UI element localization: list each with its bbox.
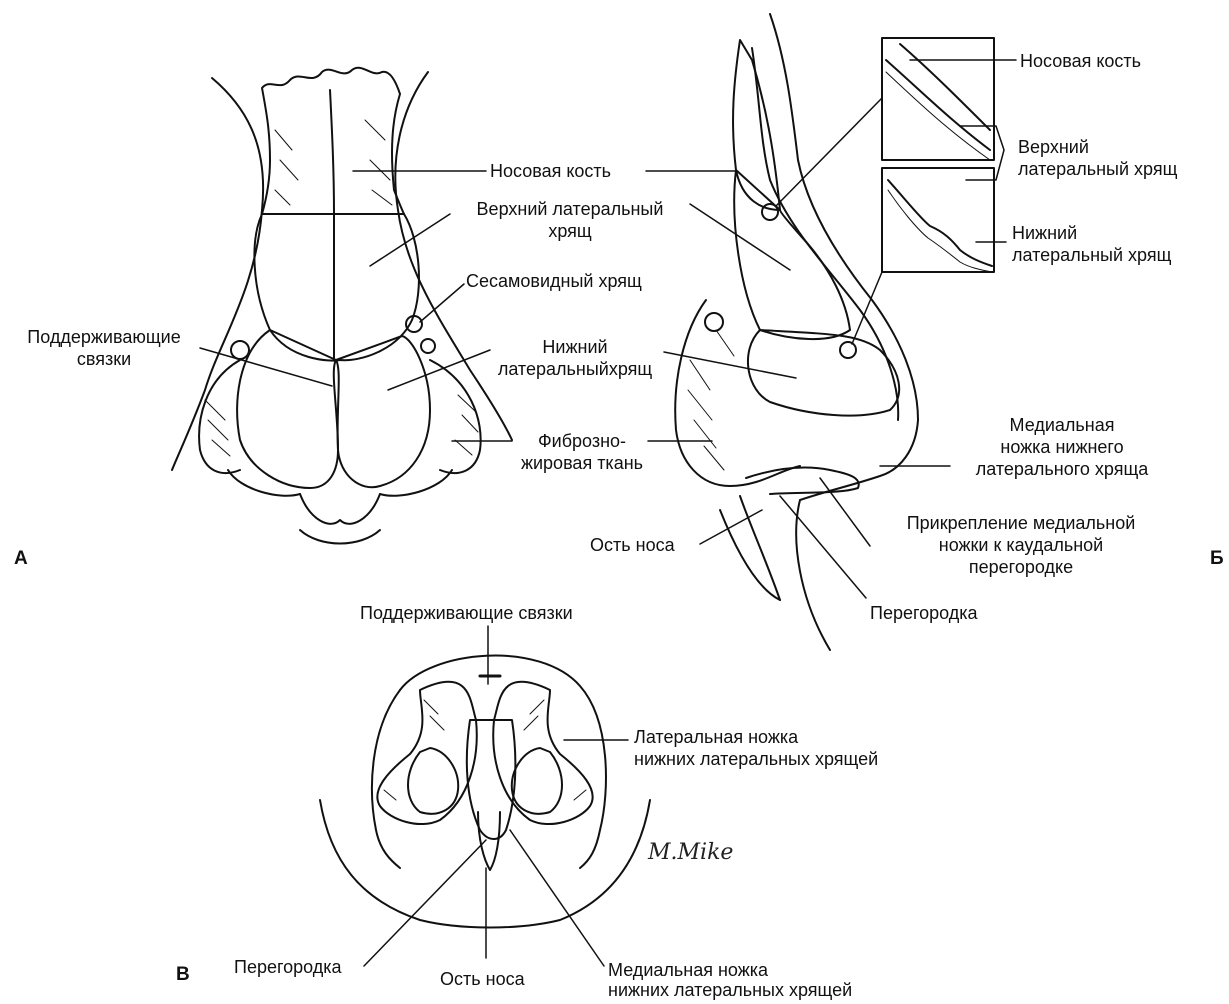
label-a-lower-lateral: Нижний латеральныйхрящ (470, 336, 680, 380)
panel-letter-c: В (176, 964, 190, 986)
label-c-medial-crus-line2: нижних латеральных хрящей (608, 980, 852, 1000)
label-c-lateral-crus: Латеральная ножка нижних латеральных хря… (634, 726, 878, 770)
lateral-ala (675, 300, 800, 486)
lateral-crus-right (493, 682, 592, 824)
inset-lower (882, 168, 994, 272)
face-contour-right (395, 72, 512, 440)
lateral-sesamoid (705, 313, 723, 331)
label-b-medial-crus-line1: Медиальная (952, 414, 1172, 436)
label-a-lower-lateral-line2: латеральныйхрящ (470, 358, 680, 380)
face-contour-left (172, 78, 263, 470)
label-a-fibro-fatty: Фиброзно- жировая ткань (508, 430, 656, 474)
label-b-lower-lateral-line2: латеральный хрящ (1012, 244, 1171, 266)
label-a-fibro-line2: жировая ткань (508, 452, 656, 474)
basal-outer-left (372, 690, 400, 868)
leader-b-attachment (820, 478, 870, 546)
label-a-support-ligaments: Поддерживающие связки (6, 326, 202, 370)
label-a-upper-lateral: Верхний латеральный хрящ (450, 198, 690, 242)
sesamoid-cartilage-dot (406, 316, 422, 332)
basal-outer (400, 656, 606, 868)
callout-circle-lower (840, 342, 856, 358)
label-b-attachment-line2: ножки к каудальной (876, 534, 1166, 556)
inset-upper (882, 38, 994, 160)
label-b-medial-crus-line2: ножка нижнего (952, 436, 1172, 458)
label-a-support-line2: связки (6, 348, 202, 370)
lateral-fibro-hatch (688, 330, 734, 470)
label-a-upper-lateral-line2: хрящ (450, 220, 690, 242)
leader-b-lower-lateral (664, 352, 796, 378)
label-b-medial-crus-line3: латерального хряща (952, 458, 1172, 480)
lip-line (300, 530, 380, 544)
nostril-left-basal (408, 748, 458, 814)
ala-left (199, 360, 240, 473)
lower-lateral-right (336, 336, 430, 487)
label-b-attachment-line3: перегородке (876, 556, 1166, 578)
label-a-nasal-bone: Носовая кость (490, 160, 611, 182)
label-c-lateral-crus-line2: нижних латеральных хрящей (634, 748, 878, 770)
label-a-upper-lateral-line1: Верхний латеральный (450, 198, 690, 220)
panel-letter-b: Б (1210, 548, 1224, 570)
fibro-hatch (205, 395, 478, 456)
artist-signature: M.Mike (648, 840, 733, 865)
label-c-nasal-spine: Ость носа (440, 968, 525, 990)
label-b-upper-lateral: Верхний латеральный хрящ (1018, 136, 1177, 180)
nasal-bone-midline (330, 90, 334, 214)
label-c-medial-crus-line1: Медиальная ножка (608, 960, 852, 980)
medial-crura (467, 720, 516, 839)
basal-hatch (384, 700, 586, 800)
label-c-support-ligaments: Поддерживающие связки (360, 602, 573, 624)
panel-letter-a: А (14, 548, 28, 570)
nostril-left (228, 470, 300, 496)
leader-c-medial-crus (510, 830, 604, 966)
label-b-nasal-spine: Ость носа (590, 534, 675, 556)
label-a-lower-lateral-line1: Нижний (470, 336, 680, 358)
label-b-medial-crus: Медиальная ножка нижнего латерального хр… (952, 414, 1172, 480)
label-b-nasal-bone: Носовая кость (1020, 50, 1141, 72)
lateral-upper-cartilage (734, 170, 850, 339)
label-a-fibro-line1: Фиброзно- (508, 430, 656, 452)
label-c-lateral-crus-line1: Латеральная ножка (634, 726, 878, 748)
nostril-right-basal (512, 748, 562, 814)
label-b-lower-lateral: Нижний латеральный хрящ (1012, 222, 1171, 266)
leader-b-septum (780, 496, 866, 598)
label-a-support-line1: Поддерживающие (6, 326, 202, 348)
label-b-upper-lateral-line2: латеральный хрящ (1018, 158, 1177, 180)
label-c-septum: Перегородка (234, 956, 342, 978)
basal-nose-drawing (320, 656, 650, 928)
lateral-nostril (746, 468, 859, 494)
label-b-lower-lateral-line1: Нижний (1012, 222, 1171, 244)
label-b-septum: Перегородка (870, 602, 978, 624)
support-ligament-dot (231, 341, 249, 359)
label-b-attachment-line1: Прикрепление медиальной (876, 512, 1166, 534)
columella-base (300, 494, 380, 524)
label-b-upper-lateral-line1: Верхний (1018, 136, 1177, 158)
sesamoid-cartilage-dot-2 (421, 339, 435, 353)
basal-lower-contour (320, 800, 650, 928)
basal-septum (478, 812, 500, 870)
leader-a-support (200, 348, 332, 386)
lower-lateral-left (237, 330, 338, 488)
label-c-medial-crus: Медиальная ножка нижних латеральных хрящ… (608, 960, 852, 1000)
label-a-sesamoid: Сесамовидный хрящ (466, 270, 642, 292)
frontal-nose-drawing (172, 68, 512, 544)
label-b-attachment: Прикрепление медиальной ножки к каудальн… (876, 512, 1166, 578)
leader-a-sesamoid (420, 284, 464, 322)
